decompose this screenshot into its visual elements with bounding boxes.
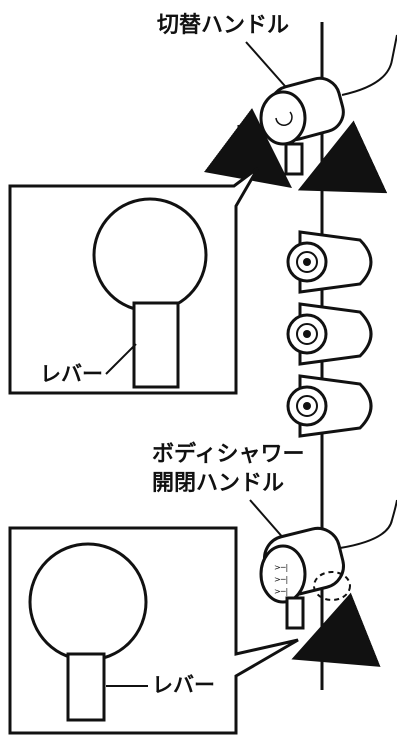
nozzle-3 — [286, 374, 373, 438]
body-shower-label-line1: ボディシャワー — [152, 441, 304, 467]
svg-text:>─|: >─| — [274, 563, 288, 572]
nozzle-1 — [286, 230, 373, 294]
switch-handle — [259, 34, 397, 176]
svg-text:>─|: >─| — [274, 575, 288, 584]
body-shower-handle: >─| >─| >─| — [259, 499, 397, 630]
rotation-arrows-top — [204, 107, 388, 194]
lever-label-bottom: レバー — [152, 673, 215, 697]
body-shower-label-line2: 開閉ハンドル — [152, 471, 284, 496]
svg-text:>─|: >─| — [274, 587, 288, 596]
nozzle-2 — [286, 302, 373, 366]
switch-handle-label: 切替ハンドル — [157, 13, 289, 38]
lever-leader-top — [105, 343, 137, 375]
rotation-arrow-bottom — [291, 592, 381, 667]
lever-callout-bottom — [8, 526, 299, 735]
lever-label-top: レバー — [40, 362, 103, 386]
switch-handle-leader — [245, 41, 293, 95]
lever-callout-top — [8, 166, 260, 395]
